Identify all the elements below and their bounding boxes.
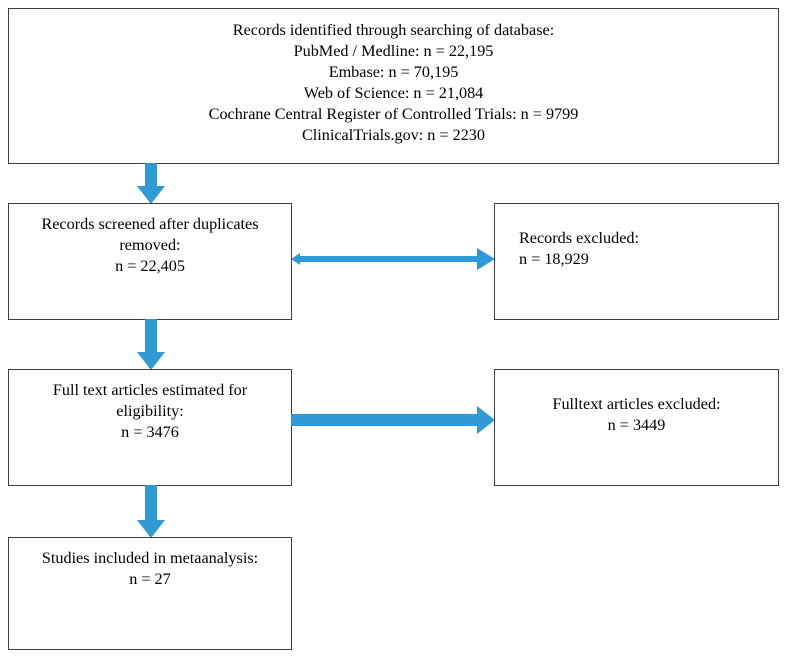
box-fulltext-articles-excluded-text: Fulltext articles excluded: n = 3449 <box>552 395 721 435</box>
box-fulltext-eligibility: Full text articles estimated for eligibi… <box>8 369 292 486</box>
box-records-excluded-text: Records excluded: n = 18,929 <box>519 229 640 269</box>
box-records-screened-text: Records screened after duplicates remove… <box>41 215 259 276</box>
box-studies-included: Studies included in metaanalysis: n = 27 <box>8 537 292 650</box>
box-fulltext-articles-excluded: Fulltext articles excluded: n = 3449 <box>494 369 779 486</box>
arrow-down-identified-to-screened <box>134 163 168 205</box>
box-fulltext-eligibility-text: Full text articles estimated for eligibi… <box>52 381 248 442</box>
box-records-identified-text: Records identified through searching of … <box>208 21 579 145</box>
arrow-right-fulltext-to-fulltext-excluded <box>291 406 496 434</box>
box-records-identified: Records identified through searching of … <box>8 8 779 164</box>
box-records-excluded: Records excluded: n = 18,929 <box>494 203 779 320</box>
arrow-down-fulltext-to-included <box>134 485 168 539</box>
arrow-down-screened-to-fulltext <box>134 319 168 371</box>
arrow-right-screened-to-records-excluded <box>291 245 496 273</box>
box-records-screened: Records screened after duplicates remove… <box>8 203 292 320</box>
box-studies-included-text: Studies included in metaanalysis: n = 27 <box>41 549 259 589</box>
